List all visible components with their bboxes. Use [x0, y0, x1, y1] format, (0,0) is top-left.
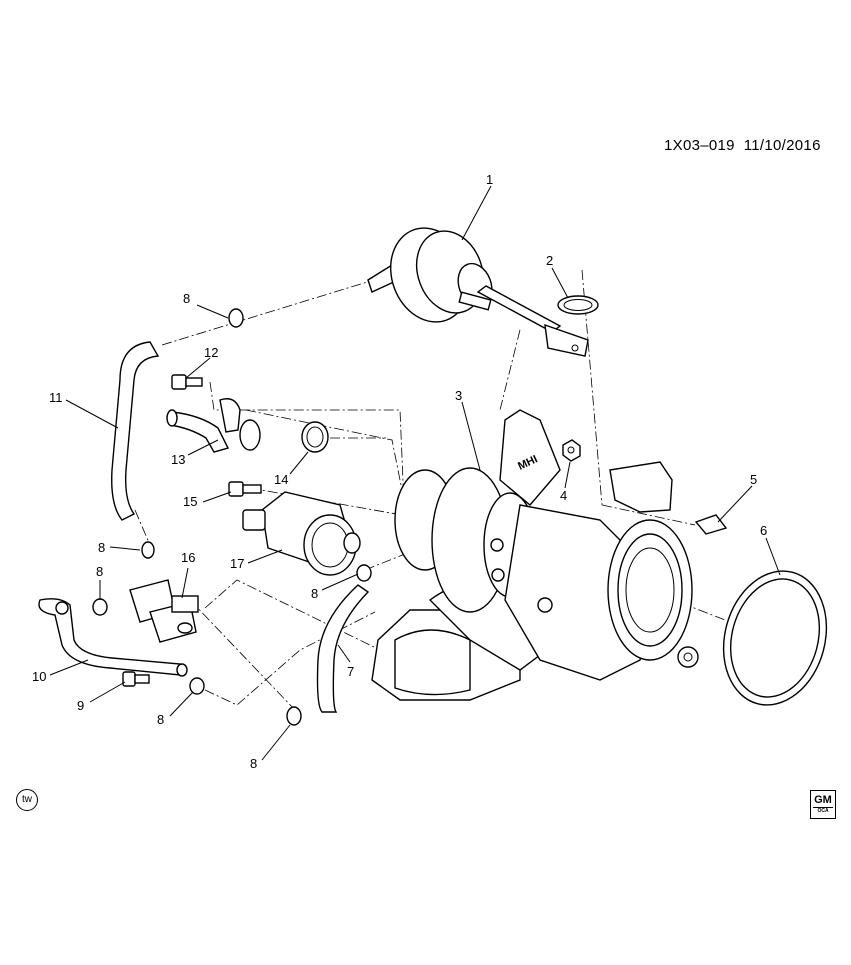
callout-8e: 8: [157, 712, 164, 727]
part-hose-10: [38, 598, 188, 677]
part-gasket: [722, 570, 828, 706]
part-clip: [694, 514, 728, 535]
callout-2: 2: [546, 253, 553, 268]
callout-1: 1: [486, 172, 493, 187]
part-nut: [562, 439, 581, 462]
callout-16: 16: [181, 550, 195, 565]
callout-leaders: [49, 185, 781, 761]
part-hose: [316, 584, 370, 713]
callout-17: 17: [230, 556, 244, 571]
part-wastegate-actuator: [367, 227, 589, 357]
part-bypass-valve: [242, 491, 361, 576]
document-number: 1X03–019: [664, 137, 735, 154]
callout-9: 9: [77, 698, 84, 713]
callout-8d: 8: [311, 586, 318, 601]
callout-3: 3: [455, 388, 462, 403]
document-date: 11/10/2016: [743, 137, 821, 154]
part-bolt-15: [228, 481, 262, 497]
callout-6: 6: [760, 523, 767, 538]
part-bolt-12: [171, 374, 203, 390]
callout-15: 15: [183, 494, 197, 509]
callout-14: 14: [274, 472, 288, 487]
callout-11: 11: [49, 390, 63, 405]
gm-logo-text: GM: [813, 794, 833, 808]
document-id: 1X03–019 11/10/2016: [664, 137, 821, 154]
gm-logo: GM OCA: [810, 790, 836, 819]
part-vacuum-hose: [111, 341, 160, 521]
callout-labels: 1 2 3 4 5 6 7 8 8 8 8 8 8 9 10 11 12 13 …: [32, 172, 767, 771]
part-turbocharger: MHI: [371, 409, 699, 701]
callout-5: 5: [750, 472, 757, 487]
callout-8b: 8: [98, 540, 105, 555]
tw-badge: tw: [16, 789, 38, 811]
callout-10: 10: [32, 669, 46, 684]
part-o-ring: [301, 421, 329, 453]
callout-8f: 8: [250, 756, 257, 771]
gm-logo-subtext: OCA: [817, 808, 829, 814]
callout-7: 7: [347, 664, 354, 679]
hose-clamps: [92, 308, 372, 726]
callout-8a: 8: [183, 291, 190, 306]
callout-12: 12: [204, 345, 218, 360]
part-retainer-clip: [557, 295, 599, 315]
part-vacuum-solenoid: [129, 579, 199, 643]
callout-13: 13: [171, 452, 185, 467]
callout-4: 4: [560, 488, 567, 503]
part-bolt-9: [122, 671, 150, 687]
callout-8c: 8: [96, 564, 103, 579]
